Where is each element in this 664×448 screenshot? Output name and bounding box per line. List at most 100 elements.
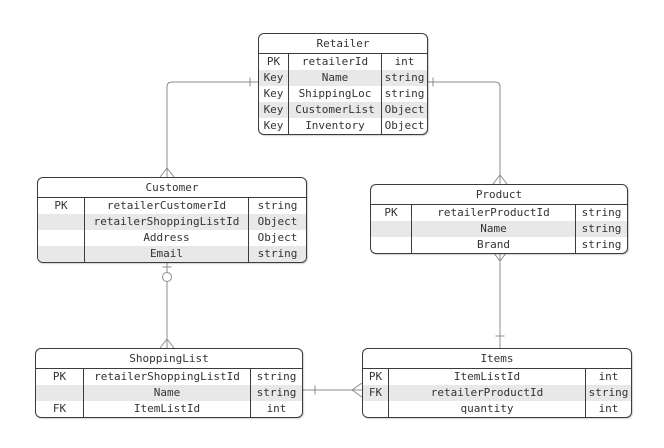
row-type: string (588, 386, 629, 399)
row-key (38, 230, 85, 246)
row-type: string (256, 370, 297, 383)
row-key (36, 385, 84, 401)
row-field: Brand (412, 237, 576, 253)
row-type: int (598, 370, 619, 383)
connector-line (428, 81, 501, 175)
entity-title: ShoppingList (36, 349, 302, 369)
row-type: Object (257, 215, 298, 228)
row-key (363, 401, 389, 417)
table-row: Email string (38, 246, 306, 262)
row-field: Name (289, 70, 382, 86)
row-field: retailerProductId (389, 385, 586, 401)
entity-rows: PK retailerCustomerId string retailerSho… (38, 198, 306, 262)
table-row: PK retailerProductId string (371, 205, 627, 221)
row-field: quantity (389, 401, 586, 417)
row-key: Key (259, 102, 289, 118)
row-type: Object (257, 231, 298, 244)
row-key: FK (36, 401, 84, 417)
row-field: Name (84, 385, 251, 401)
table-row: PK retailerShoppingListId string (36, 369, 302, 385)
row-key (371, 237, 412, 253)
table-row: retailerShoppingListId Object (38, 214, 306, 230)
entity-items[interactable]: Items PK ItemListId int FK retailerProdu… (362, 348, 632, 418)
connector-shoppinglist-items (303, 382, 363, 398)
table-row: PK ItemListId int (363, 369, 631, 385)
entity-rows: PK ItemListId int FK retailerProductId s… (363, 369, 631, 417)
row-type: string (581, 206, 622, 219)
row-field: ItemListId (84, 401, 251, 417)
table-row: Brand string (371, 237, 627, 253)
connector-customer-shoppinglist (159, 261, 175, 349)
row-key: Key (259, 70, 289, 86)
entity-title: Retailer (259, 34, 427, 54)
row-field: retailerCustomerId (85, 198, 249, 214)
row-field: ItemListId (389, 369, 586, 385)
row-field: ShippingLoc (289, 86, 382, 102)
row-field: Address (85, 230, 249, 246)
entity-title: Customer (38, 178, 306, 198)
row-field: retailerShoppingListId (85, 214, 249, 230)
row-type: int (266, 402, 287, 415)
crow-foot-many (492, 174, 508, 185)
connector-line (166, 81, 258, 168)
row-key: PK (38, 198, 85, 214)
connector-retailer-customer (159, 77, 258, 178)
row-key: PK (259, 54, 289, 70)
row-key: FK (363, 385, 389, 401)
row-key (38, 214, 85, 230)
zero-circle (162, 272, 172, 282)
connector-product-items (492, 251, 508, 348)
table-row: Name string (371, 221, 627, 237)
row-field: retailerProductId (412, 205, 576, 221)
table-row: Address Object (38, 230, 306, 246)
entity-title: Product (371, 185, 627, 205)
row-type: int (394, 55, 415, 68)
row-type: string (256, 386, 297, 399)
row-type: int (598, 402, 619, 415)
row-key: PK (363, 369, 389, 385)
row-field: retailerShoppingListId (84, 369, 251, 385)
entity-rows: PK retailerProductId string Name string … (371, 205, 627, 253)
entity-product[interactable]: Product PK retailerProductId string Name… (370, 184, 628, 254)
row-field: retailerId (289, 54, 382, 70)
connector-retailer-product (428, 77, 508, 185)
table-row: FK ItemListId int (36, 401, 302, 417)
table-row: FK retailerProductId string (363, 385, 631, 401)
entity-rows: PK retailerId int Key Name string Key Sh… (259, 54, 427, 134)
table-row: Key CustomerList Object (259, 102, 427, 118)
row-key: Key (259, 118, 289, 134)
row-field: Name (412, 221, 576, 237)
row-key: Key (259, 86, 289, 102)
row-type: string (581, 222, 622, 235)
table-row: PK retailerCustomerId string (38, 198, 306, 214)
row-type: Object (384, 103, 425, 116)
row-type: Object (384, 119, 425, 132)
row-field: Inventory (289, 118, 382, 134)
row-key (38, 246, 85, 262)
row-type: string (384, 71, 425, 84)
row-type: string (257, 247, 298, 260)
table-row: PK retailerId int (259, 54, 427, 70)
row-type: string (581, 238, 622, 251)
table-row: Key Name string (259, 70, 427, 86)
table-row: quantity int (363, 401, 631, 417)
row-type: string (257, 199, 298, 212)
row-field: CustomerList (289, 102, 382, 118)
table-row: Key ShippingLoc string (259, 86, 427, 102)
entity-retailer[interactable]: Retailer PK retailerId int Key Name stri… (258, 33, 428, 135)
entity-rows: PK retailerShoppingListId string Name st… (36, 369, 302, 417)
crow-foot-many (159, 338, 175, 349)
entity-shoppinglist[interactable]: ShoppingList PK retailerShoppingListId s… (35, 348, 303, 418)
crow-foot-many (351, 382, 363, 398)
row-key (371, 221, 412, 237)
table-row: Name string (36, 385, 302, 401)
entity-title: Items (363, 349, 631, 369)
row-type: string (384, 87, 425, 100)
table-row: Key Inventory Object (259, 118, 427, 134)
entity-customer[interactable]: Customer PK retailerCustomerId string re… (37, 177, 307, 263)
crow-foot-many (159, 167, 175, 178)
row-field: Email (85, 246, 249, 262)
row-key: PK (36, 369, 84, 385)
